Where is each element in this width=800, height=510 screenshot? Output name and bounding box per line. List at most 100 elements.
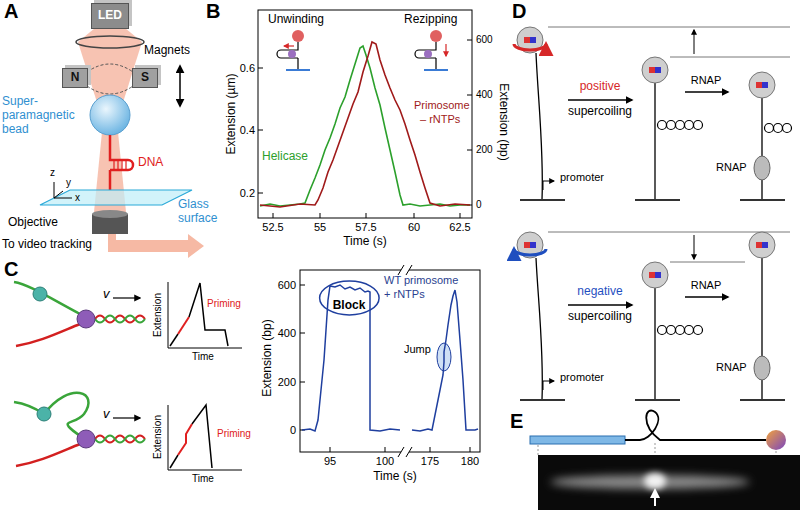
panel-letter: D xyxy=(512,0,526,23)
velocity-arrow xyxy=(113,297,140,298)
e-bead xyxy=(766,430,786,450)
dna-tether xyxy=(654,83,655,200)
plectoneme-loop xyxy=(694,326,703,335)
hairpin-icon xyxy=(415,50,419,58)
plectoneme-loop xyxy=(667,326,676,335)
step-label: supercoiling xyxy=(568,310,632,324)
part-label: Super-paramagnetic bead xyxy=(2,95,84,136)
dna-tether xyxy=(761,98,762,200)
graph-trace xyxy=(170,455,178,468)
base-pairs xyxy=(114,160,126,170)
axis-title: Time (s) xyxy=(373,470,417,484)
phase-label: Priming xyxy=(217,428,251,440)
plectoneme-loop xyxy=(667,121,676,130)
objective-lens xyxy=(92,210,128,218)
dna-helix xyxy=(95,436,145,443)
output-arrow xyxy=(108,234,204,258)
part-label: Glass surface xyxy=(178,198,224,226)
lens xyxy=(76,36,144,48)
tick-label: 0 xyxy=(290,424,296,437)
bead-magnet xyxy=(530,242,536,248)
bead xyxy=(642,57,668,83)
magnet-block: S xyxy=(132,68,158,88)
tick-label: 62.5 xyxy=(449,221,470,234)
plectoneme-loop xyxy=(676,326,685,335)
node-text: Block xyxy=(333,299,366,313)
tick-label: 180 xyxy=(461,455,479,468)
tick-label: 0.6 xyxy=(240,62,255,75)
graph-trace xyxy=(170,334,178,346)
series-label: + rNTPs xyxy=(384,288,425,301)
part-label: promoter xyxy=(560,371,604,384)
event-label: Jump xyxy=(404,343,431,356)
part-label: To video tracking xyxy=(2,238,92,252)
surface-bar xyxy=(530,436,625,444)
tick-label: 200 xyxy=(278,376,296,389)
axis-title: Extension (µm) xyxy=(225,74,239,155)
tick-label: 60 xyxy=(408,221,420,234)
tick-label: 400 xyxy=(278,327,296,340)
surface-icon xyxy=(424,69,448,71)
lagging-strand-loop xyxy=(14,393,88,436)
step-arrow xyxy=(685,91,728,92)
dna-strand xyxy=(110,135,128,190)
part-label: promoter xyxy=(560,171,604,184)
plectoneme-loop xyxy=(685,121,694,130)
block-ellipse: Block xyxy=(319,280,380,316)
bead-icon xyxy=(430,30,442,42)
axis-ticks xyxy=(300,285,470,452)
fluorescence-image xyxy=(538,455,800,510)
step-label: RNAP xyxy=(691,74,722,87)
plectoneme xyxy=(658,121,703,130)
tick-label: 200 xyxy=(476,144,493,156)
axis-title: Time xyxy=(192,351,214,363)
axis-title: Time (s) xyxy=(343,235,387,249)
dna-helix xyxy=(95,316,145,323)
axis-ticks xyxy=(258,40,472,218)
field-line xyxy=(87,64,133,72)
surface-icon xyxy=(286,69,310,71)
series-label: WT primosome xyxy=(384,274,458,287)
axis-title: Extension (bp) xyxy=(496,83,510,160)
node-text: LED xyxy=(98,9,122,23)
helicase xyxy=(77,430,95,448)
step-label: supercoiling xyxy=(568,105,632,119)
dna-hairpin xyxy=(128,160,133,170)
dna-helix xyxy=(95,436,145,443)
graph-trace xyxy=(192,405,212,468)
bead xyxy=(749,232,775,258)
rnap-oval xyxy=(754,356,770,380)
plectoneme-loop xyxy=(765,124,774,133)
direction-arrow xyxy=(445,44,446,56)
dna-helix xyxy=(95,316,145,323)
velocity-label: v xyxy=(103,287,110,302)
helicase xyxy=(77,310,95,328)
led-box: LED xyxy=(91,3,129,29)
node-text: S xyxy=(141,71,149,85)
dna-tether xyxy=(654,288,655,400)
hairpin-icon xyxy=(419,42,436,70)
part-label: Objective xyxy=(8,216,58,230)
bead-magnet xyxy=(762,82,768,88)
primosome-icon xyxy=(424,50,432,58)
tick-label: 400 xyxy=(476,89,493,101)
axis-label: x xyxy=(75,192,80,204)
rnap-oval xyxy=(754,156,770,180)
plectoneme xyxy=(658,326,703,335)
bead-magnet xyxy=(524,242,530,248)
guide-line xyxy=(538,443,776,455)
tick-label: 52.5 xyxy=(262,221,283,234)
series-label: – rNTPs xyxy=(420,113,460,126)
extension-trace xyxy=(412,290,478,431)
step-arrow xyxy=(685,296,728,297)
velocity-label: v xyxy=(103,407,110,422)
rotation-arrow xyxy=(514,249,546,255)
bead-magnet xyxy=(649,67,655,73)
axis-title: Time xyxy=(192,473,214,485)
plectoneme-loop xyxy=(658,121,667,130)
bead-magnet xyxy=(649,272,655,278)
tick-label: 0.2 xyxy=(240,187,255,200)
tick-label: 100 xyxy=(376,455,394,468)
leading-strand xyxy=(16,444,80,466)
graph-axes xyxy=(168,282,242,348)
